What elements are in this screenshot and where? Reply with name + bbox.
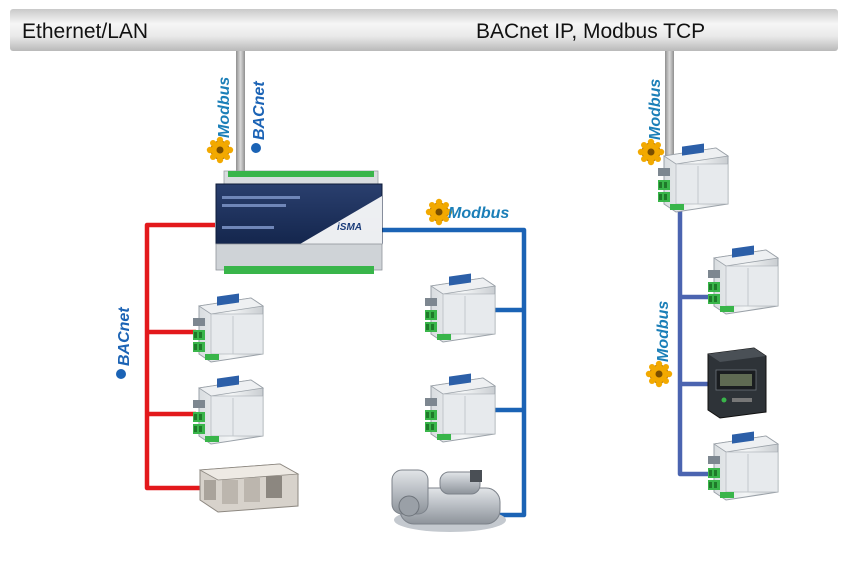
chiller-icon [391, 469, 506, 532]
modbus-logo-icon: Modbus [206, 77, 234, 164]
modbus-logo-icon: Modbus [645, 301, 673, 388]
modbus-logo-text: Modbus [647, 79, 664, 140]
riser-right-module [665, 51, 674, 159]
io-module-icon [707, 431, 779, 501]
bacnet-logo-icon: BACnet [251, 81, 268, 153]
bacnet-logo-icon: BACnet [116, 307, 133, 379]
io-module-icon [707, 245, 779, 315]
bacnet-logo-text: BACnet [251, 81, 268, 140]
ahu-unit-icon [198, 463, 300, 513]
modbus-logo-text: Modbus [655, 301, 672, 362]
energy-meter-icon [707, 347, 767, 419]
bus-label-protocols: BACnet IP, Modbus TCP [476, 20, 706, 43]
bacnet-logo-text: BACnet [116, 307, 133, 366]
io-module-icon [192, 293, 264, 363]
io-module-icon [424, 273, 496, 343]
controller-brand: iSMA [337, 222, 362, 233]
bus-label-ethernet: Ethernet/LAN [22, 20, 149, 43]
modbus-logo-icon: Modbus [425, 198, 509, 226]
bacnet-mstp-line [144, 222, 215, 491]
io-module-icon [424, 373, 496, 443]
modbus-logo-text: Modbus [216, 77, 233, 138]
modbus-logo-text: Modbus [448, 205, 509, 222]
riser-controller [236, 51, 245, 177]
controller-icon: iSMA [215, 170, 383, 274]
modbus-rtu-line-right [677, 210, 712, 477]
modbus-rtu-line-middle [382, 227, 527, 518]
io-module-icon [192, 375, 264, 445]
ethernet-bus [10, 9, 838, 51]
modbus-logo-icon: Modbus [637, 79, 665, 166]
